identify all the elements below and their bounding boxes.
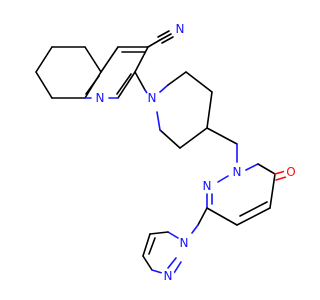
bond (117, 71, 136, 99)
bond (167, 257, 177, 269)
bond (148, 237, 156, 255)
atom-label: N (203, 179, 212, 193)
atom-label: N (148, 91, 157, 105)
bond (236, 207, 271, 226)
bond (257, 163, 276, 175)
atom-label: N (233, 165, 242, 179)
bond (147, 39, 161, 48)
atom-pyridazinone-n1: N (230, 165, 244, 179)
atom-label: N (176, 22, 185, 36)
bond (151, 269, 163, 274)
bond (156, 111, 161, 131)
bond (217, 175, 229, 183)
atom-pyridazinone-n2: N (200, 179, 214, 193)
bond (179, 127, 208, 149)
atom-carbonyl-o: O (284, 165, 298, 179)
bond (134, 46, 149, 73)
bond (35, 46, 53, 73)
bond (149, 231, 169, 235)
bond (134, 71, 146, 91)
bond (157, 30, 170, 38)
bond (206, 91, 213, 129)
bond (191, 224, 199, 234)
bond (245, 163, 259, 171)
atom-label: N (96, 91, 105, 105)
atom-label-layer: N N N N N O N N (93, 22, 298, 283)
bond (167, 231, 179, 239)
molecule-structure: N N N N N O N N (35, 22, 298, 283)
bond (159, 33, 172, 41)
bond (185, 71, 213, 93)
bond (159, 84, 169, 93)
bond (142, 255, 153, 271)
atom-label: O (286, 165, 295, 179)
bond (206, 207, 238, 226)
bond (100, 46, 119, 73)
bond (173, 261, 182, 274)
bond (142, 233, 151, 257)
bond (35, 71, 53, 99)
atom-label: N (164, 269, 173, 283)
atom-label: N (180, 236, 189, 250)
bond (167, 71, 187, 86)
atom-nitrile-n: N (173, 22, 187, 36)
bond (85, 75, 100, 95)
bond-layer (35, 30, 290, 274)
atom-piperidine-n: N (145, 91, 159, 105)
bond (269, 173, 276, 209)
bond (159, 129, 181, 149)
bond (84, 46, 102, 73)
bond (161, 36, 174, 44)
atom-quinoline-n: N (93, 91, 107, 105)
bond (239, 201, 268, 217)
bond (116, 73, 132, 95)
bond (197, 207, 208, 226)
atom-pyrazole-n1: N (177, 236, 191, 250)
atom-pyrazole-n2: N (161, 269, 175, 283)
bond (206, 127, 238, 145)
